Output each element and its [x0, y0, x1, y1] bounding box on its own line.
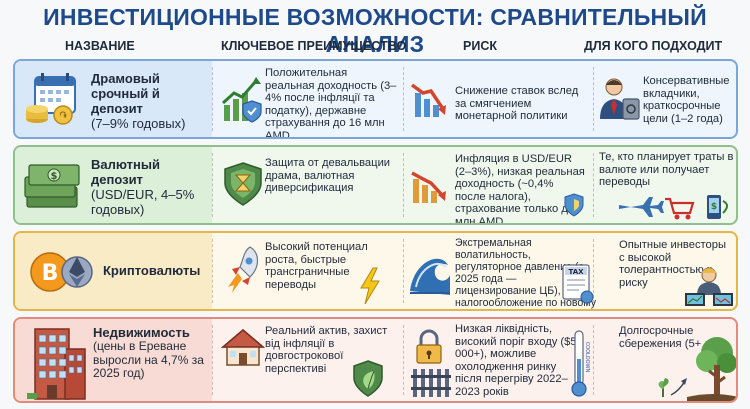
row-currency-deposit: $ Валютный депозит (USD/EUR, 4–5% годовы…: [13, 145, 738, 225]
falling-arrow-icon: [410, 83, 446, 117]
row-name: Драмовый срочный й депозит (7–9% годовых…: [91, 71, 209, 131]
wave-icon: [410, 258, 450, 295]
column-headers: НАЗВАНИЕ КЛЮЧЕВОЕ ПРЕИМУЩЕСТВО РИСК ДЛЯ …: [0, 39, 750, 57]
audience-text: Долгосрочные сбережения (5+ лет): [619, 325, 726, 350]
risk-text: Экстремальная волатильность, регуляторно…: [455, 237, 597, 309]
falling-bars-icon: [411, 171, 446, 203]
name-sub: (цены в Ереване выросли на 4,7% за 2025 …: [93, 339, 204, 380]
row-crypto: B Криптовалюты Высокий потенциал роста, …: [13, 231, 738, 311]
house-icon: [220, 329, 266, 366]
name-label: Валютный депозит: [91, 157, 160, 187]
risk-text: Низкая ліквідність, високий поріг входу …: [455, 323, 583, 398]
risk-text: Снижение ставок вслед за смягчением моне…: [455, 85, 579, 122]
svg-text:$: $: [51, 171, 58, 182]
page-title: ИНВЕСТИЦИОННЫЕ ВОЗМОЖНОСТИ: СРАВНИТЕЛЬНЫ…: [43, 4, 707, 57]
lightning-icon: [360, 267, 380, 305]
header-advantage: КЛЮЧЕВОЕ ПРЕИМУЩЕСТВО: [221, 39, 407, 53]
thermometer-icon: COOLDOWN: [571, 330, 590, 397]
tax-label: TAX: [568, 268, 584, 276]
row-name: Криптовалюты: [103, 263, 211, 278]
money-stack-icon: $: [24, 164, 80, 208]
advantage-text: Реальний актив, захист від інфляції в до…: [265, 325, 388, 375]
header-name: НАЗВАНИЕ: [65, 39, 135, 53]
thermo-label: COOLDOWN: [584, 342, 590, 373]
svg-text:$: $: [711, 202, 717, 212]
calendar-coins-icon: ֏: [26, 73, 76, 125]
row-name: Недвижимость (цены в Ереване выросли на …: [93, 325, 209, 381]
name-label: Драмовый срочный й депозит: [91, 71, 160, 116]
name-sub: (USD/EUR, 4–5% годовых): [91, 187, 195, 217]
advantage-text: Положительная реальная доходность (3–4% …: [265, 67, 397, 139]
advantage-text: Высокий потенциал роста, быстрые трансгр…: [265, 241, 368, 291]
bitcoin-ethereum-icon: B: [30, 252, 93, 292]
apartment-building-icon: [27, 328, 86, 400]
shield-small-icon: [564, 193, 584, 217]
row-name: Валютный депозит (USD/EUR, 4–5% годовых): [91, 157, 209, 217]
trader-desk-icon: [685, 267, 733, 306]
header-risk: РИСК: [463, 39, 497, 53]
tax-document-icon: TAX: [562, 264, 594, 304]
sprout-arrow-icon: [658, 378, 687, 397]
tree-growth-icon: [687, 337, 736, 401]
travel-shopping-transfer-icons: $: [619, 195, 728, 220]
audience-text: Консервативные вкладчики, краткосрочные …: [643, 75, 730, 125]
shield-hourglass-icon: [224, 162, 262, 206]
name-label: Недвижимость: [93, 325, 190, 340]
header-audience: ДЛЯ КОГО ПОДХОДИТ: [584, 39, 723, 53]
row-dram-deposit: ֏ Драмовый срочный й депозит (7–9% годов…: [13, 59, 738, 139]
lock-fence-icon: [411, 329, 451, 397]
shield-leaf-icon: [353, 360, 383, 397]
growth-chart-shield-icon: [221, 77, 262, 123]
svg-text:֏: ֏: [59, 111, 67, 122]
row-real-estate: Недвижимость (цены в Ереване выросли на …: [13, 317, 738, 403]
audience-text: Те, кто планирует траты в валюте или пол…: [599, 151, 734, 188]
audience-text: Опытные инвесторы с высокой толерантност…: [619, 239, 727, 289]
svg-text:B: B: [42, 261, 59, 286]
advantage-text: Защита от девальвации драма, валютная ди…: [265, 157, 391, 194]
name-sub: (7–9% годовых): [91, 116, 186, 131]
rocket-icon: [228, 246, 259, 293]
name-label: Криптовалюты: [103, 263, 201, 278]
person-safe-icon: [600, 78, 640, 120]
risk-text: Инфляция в USD/EUR (2–3%), низкая реальн…: [455, 153, 585, 225]
